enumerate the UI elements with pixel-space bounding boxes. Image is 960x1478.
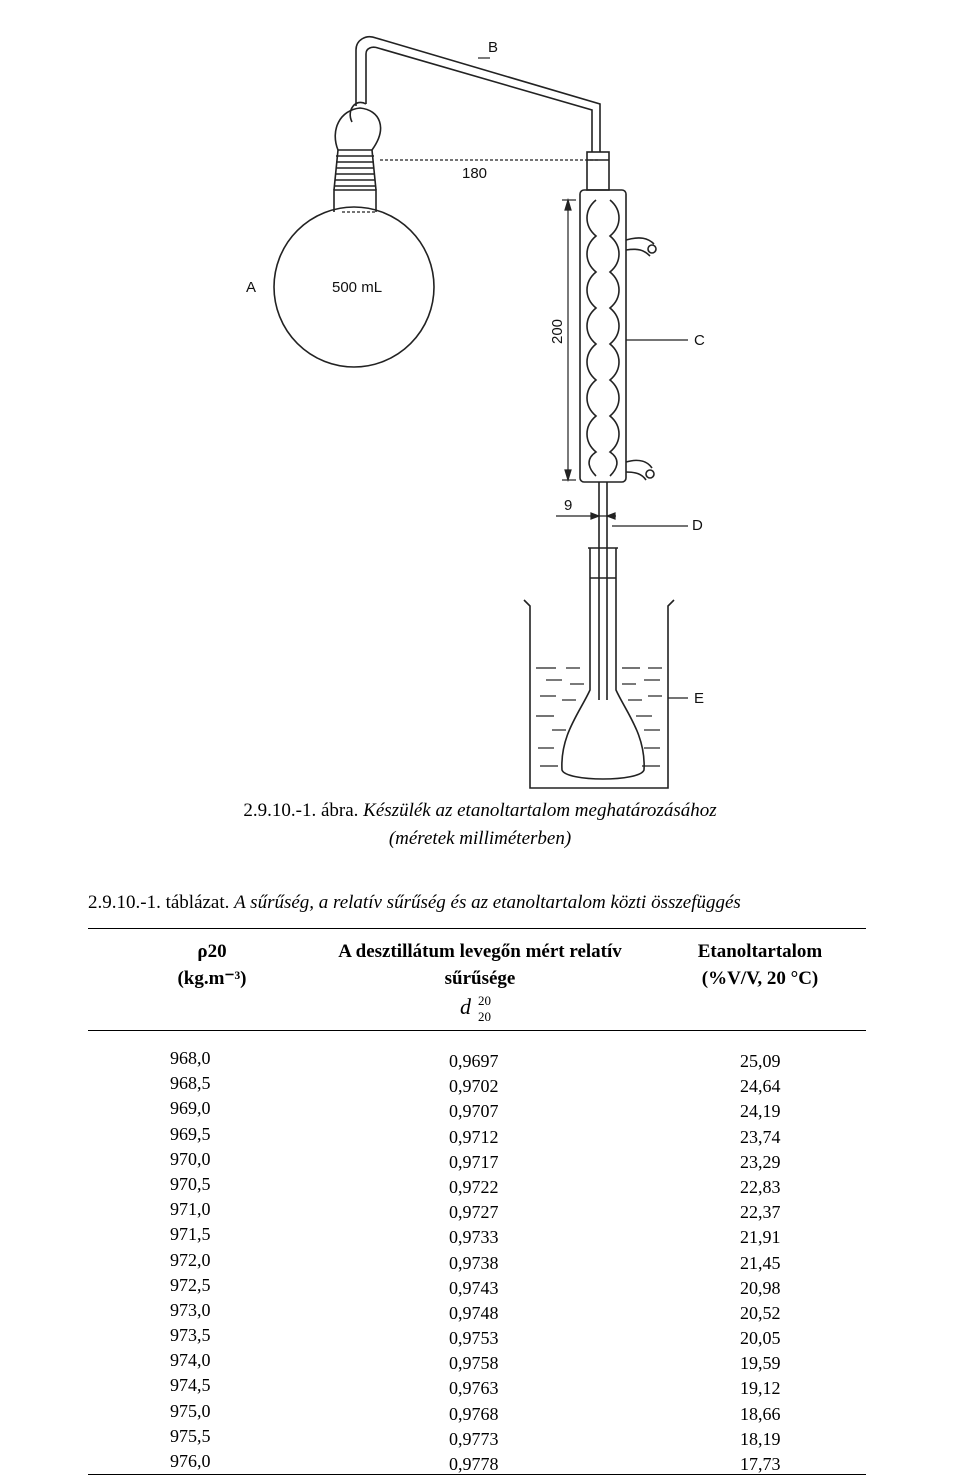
relative-density-cell: 0,9702 xyxy=(449,1076,499,1097)
adapter-joint xyxy=(586,151,610,191)
rho20-cell: 968,0 xyxy=(170,1048,211,1068)
header-relative-density-line2: sűrűsége xyxy=(444,968,516,989)
rho20-cell: 972,5 xyxy=(170,1274,211,1295)
table-top-rule xyxy=(88,928,866,929)
dim-180-value: 180 xyxy=(462,165,487,182)
header-ethanol-content: Etanoltartalom (%V/V, 20 °C) xyxy=(650,938,870,992)
header-rho20-symbol: ρ20 xyxy=(197,941,227,962)
ground-joint xyxy=(333,101,382,191)
header-ethanol-line2: (%V/V, 20 °C) xyxy=(701,968,819,989)
relative-density-cell: 0,9727 xyxy=(449,1202,499,1223)
figure-caption-prefix: 2.9.10.-1. ábra. xyxy=(243,800,359,821)
ethanol-content-cell: 18,19 xyxy=(740,1428,781,1449)
rho20-cell: 968,5 xyxy=(170,1073,211,1094)
ethanol-content-cell: 23,74 xyxy=(740,1126,781,1147)
flask-body xyxy=(273,206,435,368)
rho20-cell: 975,5 xyxy=(170,1425,211,1446)
relative-density-cell: 0,9743 xyxy=(449,1277,499,1298)
dim-200-value: 200 xyxy=(549,319,566,344)
rho20-cell: 975,0 xyxy=(170,1400,211,1421)
relative-density-cell: 0,9707 xyxy=(449,1101,499,1122)
condenser-bulbs xyxy=(586,199,620,477)
header-relative-density-line1: A desztillátum levegőn mért relatív xyxy=(338,941,622,962)
apparatus-diagram: B 180 A 500 mL 200 C 9 D E xyxy=(246,35,705,789)
label-D: D xyxy=(692,517,703,534)
rho20-cell: 976,0 xyxy=(170,1451,211,1471)
relative-density-cell: 0,9778 xyxy=(449,1454,499,1474)
ethanol-content-cell: 20,98 xyxy=(740,1277,781,1298)
label-E: E xyxy=(694,690,704,707)
condenser-lower-arm xyxy=(625,459,653,481)
label-C: C xyxy=(694,332,705,349)
ethanol-content-cell: 19,12 xyxy=(740,1378,781,1399)
rho20-cell: 971,0 xyxy=(170,1199,211,1220)
ethanol-content-cell: 23,29 xyxy=(740,1151,781,1172)
condenser-upper-arm xyxy=(625,237,655,257)
ethanol-content-cell: 25,09 xyxy=(740,1051,781,1071)
rho20-cell: 972,0 xyxy=(170,1249,211,1270)
relative-density-cell: 0,9773 xyxy=(449,1428,499,1449)
ethanol-content-cell: 21,91 xyxy=(740,1227,781,1248)
figure-caption-line2: (méretek milliméterben) xyxy=(388,828,572,849)
ethanol-content-cell: 24,19 xyxy=(740,1101,781,1122)
column-relative-density: 0,9697 0,9702 0,9707 0,9712 0,9717 0,9722 0,97… xyxy=(449,1049,499,1477)
outlet-tube xyxy=(598,482,608,700)
rho20-cell: 969,0 xyxy=(170,1098,211,1119)
ethanol-content-cell: 19,59 xyxy=(740,1353,781,1374)
rho20-cell: 974,0 xyxy=(170,1350,211,1371)
ethanol-content-cell: 24,64 xyxy=(740,1076,781,1097)
relative-density-cell: 0,9712 xyxy=(449,1126,499,1147)
ethanol-content-cell: 22,83 xyxy=(740,1176,781,1197)
water-level-lines xyxy=(536,667,662,767)
beaker xyxy=(523,599,675,789)
label-A: A xyxy=(246,279,256,296)
flask-neck xyxy=(333,189,377,212)
table-header-rule xyxy=(88,1030,866,1031)
label-B: B xyxy=(488,39,498,56)
table-caption-title: A sűrűség, a relatív sűrűség és az etano… xyxy=(234,892,741,913)
rho20-cell: 974,5 xyxy=(170,1375,211,1396)
flask-volume-label: 500 mL xyxy=(332,279,382,296)
ethanol-content-cell: 17,73 xyxy=(740,1454,781,1474)
rho20-cell: 970,0 xyxy=(170,1148,211,1169)
relative-density-cell: 0,9697 xyxy=(449,1051,499,1071)
ethanol-content-cell: 22,37 xyxy=(740,1202,781,1223)
rho20-cell: 971,5 xyxy=(170,1224,211,1245)
table-caption: 2.9.10.-1. táblázat. A sűrűség, a relatí… xyxy=(88,892,741,914)
relative-density-cell: 0,9768 xyxy=(449,1403,499,1424)
rho20-cell: 973,5 xyxy=(170,1325,211,1346)
header-d-subscript: 20 xyxy=(478,1009,491,1024)
table-caption-prefix: 2.9.10.-1. táblázat. xyxy=(88,892,230,913)
header-rho20: ρ20 (kg.m⁻³) xyxy=(92,938,332,992)
condenser-jacket xyxy=(579,189,627,483)
header-d-symbol: d xyxy=(460,994,471,1019)
relative-density-cell: 0,9717 xyxy=(449,1151,499,1172)
relative-density-cell: 0,9763 xyxy=(449,1378,499,1399)
dim-9-value: 9 xyxy=(564,497,572,514)
column-ethanol-content: 25,09 24,64 24,19 23,74 23,29 22,83 22,37 21,91… xyxy=(740,1049,781,1477)
ethanol-content-cell: 18,66 xyxy=(740,1403,781,1424)
relative-density-cell: 0,9722 xyxy=(449,1176,499,1197)
header-d-superscript: 20 xyxy=(478,993,491,1008)
relative-density-cell: 0,9733 xyxy=(449,1227,499,1248)
volumetric-flask xyxy=(561,548,645,780)
ethanol-content-cell: 20,05 xyxy=(740,1328,781,1349)
rho20-cell: 973,0 xyxy=(170,1299,211,1320)
relative-density-cell: 0,9748 xyxy=(449,1302,499,1323)
header-relative-density: A desztillátum levegőn mért relatív sűrű… xyxy=(300,938,660,992)
header-rho20-unit: (kg.m⁻³) xyxy=(177,968,247,989)
column-rho20: 968,0 968,5 969,0 969,5 970,0 970,5 971,0 971,5… xyxy=(170,1046,211,1474)
figure-caption-title: Készülék az etanoltartalom meghatározásá… xyxy=(363,800,717,821)
relative-density-cell: 0,9753 xyxy=(449,1328,499,1349)
rho20-cell: 970,5 xyxy=(170,1173,211,1194)
header-ethanol-line1: Etanoltartalom xyxy=(697,941,823,962)
relative-density-cell: 0,9738 xyxy=(449,1252,499,1273)
relative-density-cell: 0,9758 xyxy=(449,1353,499,1374)
ethanol-content-cell: 21,45 xyxy=(740,1252,781,1273)
table-bottom-rule xyxy=(88,1474,866,1475)
ethanol-content-cell: 20,52 xyxy=(740,1302,781,1323)
distillation-tube xyxy=(355,35,601,152)
figure-caption-line1: 2.9.10.-1. ábra. Készülék az etanoltarta… xyxy=(0,799,960,823)
rho20-cell: 969,5 xyxy=(170,1123,211,1144)
